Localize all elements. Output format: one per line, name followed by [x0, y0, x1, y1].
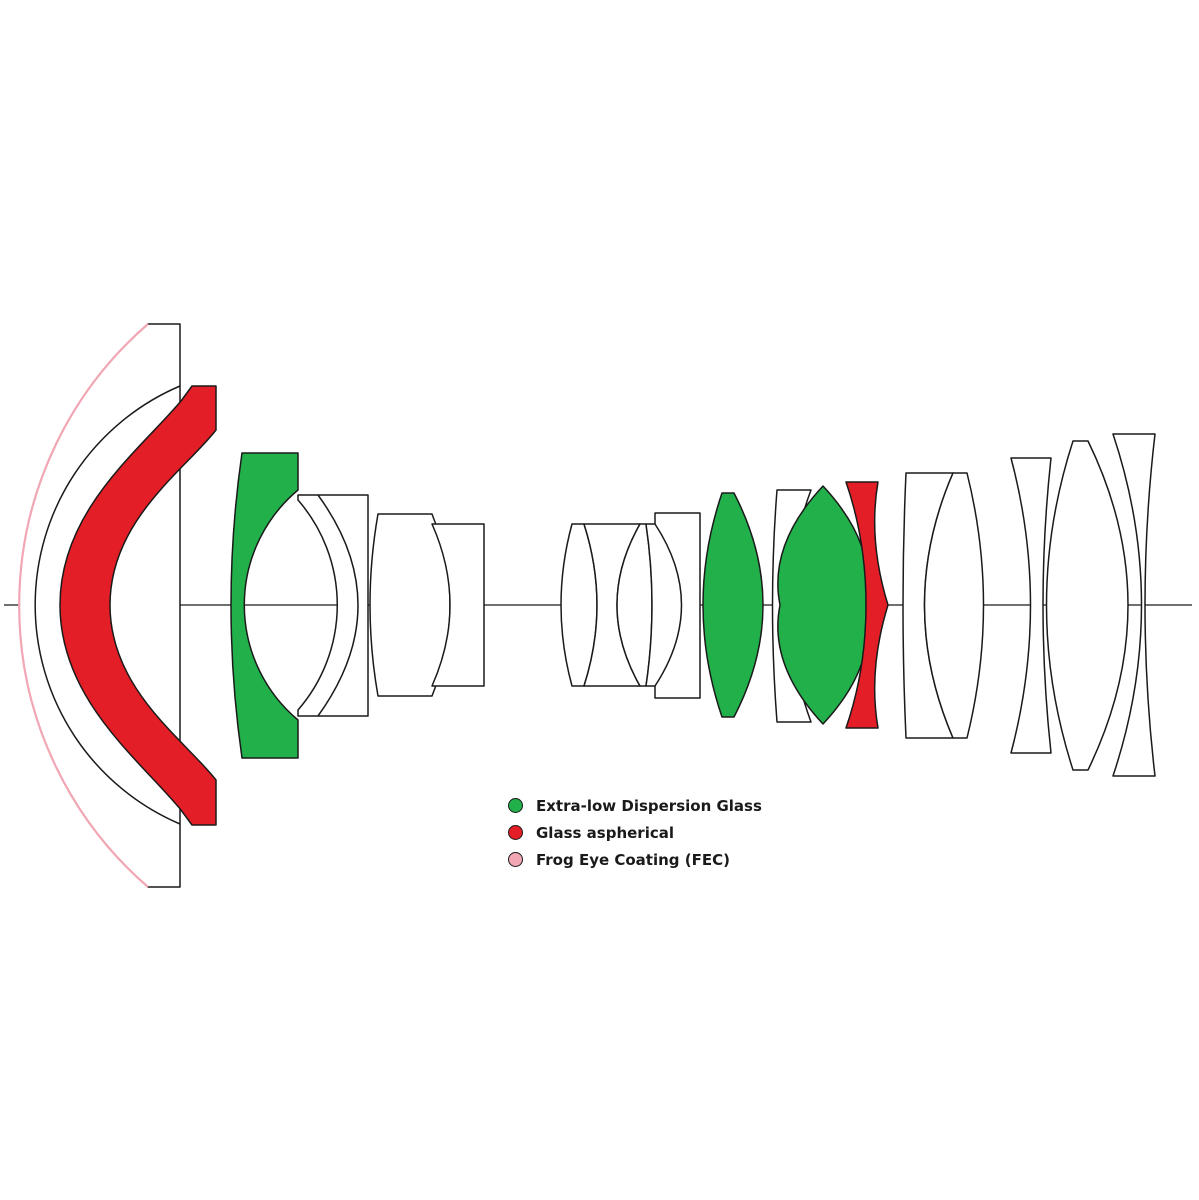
- lens-element-1-inner-surface: [34, 385, 181, 825]
- legend-swatch-green: [508, 798, 523, 813]
- lens-element-14: [845, 481, 889, 729]
- lens-element-4: [297, 494, 369, 717]
- lens-element-2: [59, 385, 217, 826]
- lens-element-4-surface: [317, 494, 359, 717]
- legend-swatch-red: [508, 825, 523, 840]
- lens-element-16: [923, 472, 985, 739]
- legend-label: Glass aspherical: [536, 823, 674, 842]
- lens-element-11: [702, 492, 764, 718]
- lens-element-6: [431, 523, 485, 687]
- lens-element-18: [1045, 440, 1129, 771]
- legend-item-aspherical: Glass aspherical: [508, 819, 762, 846]
- legend-label: Frog Eye Coating (FEC): [536, 850, 730, 869]
- legend: Extra-low Dispersion Glass Glass aspheri…: [508, 792, 762, 873]
- fec-coating-layer: [18, 323, 149, 888]
- lens-element-10: [645, 512, 701, 699]
- lens-element-5: [369, 513, 451, 697]
- lens-element-19: [1112, 433, 1156, 777]
- legend-item-fec: Frog Eye Coating (FEC): [508, 846, 762, 873]
- lens-element-10-surface: [654, 523, 683, 687]
- lens-element-17: [1010, 457, 1052, 754]
- lens-element-3: [230, 452, 299, 759]
- legend-item-ed-glass: Extra-low Dispersion Glass: [508, 792, 762, 819]
- legend-label: Extra-low Dispersion Glass: [536, 796, 762, 815]
- legend-swatch-pink: [508, 852, 523, 867]
